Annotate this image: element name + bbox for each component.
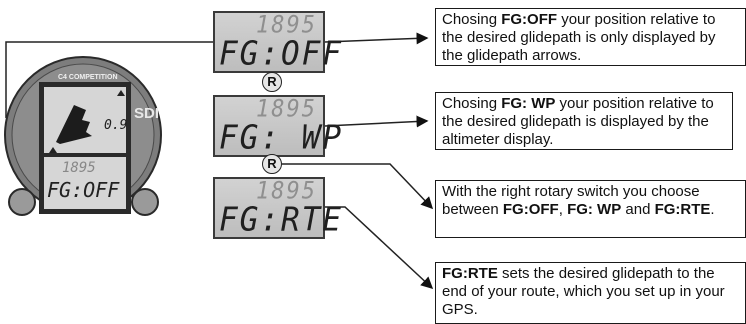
selector-r-2: R xyxy=(262,154,282,174)
device-screen-mode: FG:OFF xyxy=(47,178,120,202)
vario-device xyxy=(4,56,162,216)
arrow-lcd3-note4 xyxy=(325,206,434,290)
note-fg-rte: FG:RTE sets the desired glidepath to the… xyxy=(435,262,746,324)
lcd-mode: FG:OFF xyxy=(219,35,343,73)
note-rotary-switch: With the right rotary switch you choose … xyxy=(435,180,746,238)
arrow-r2-note3 xyxy=(282,163,434,210)
device-reading: 0.9 xyxy=(104,118,128,133)
lcd-number: 1895 xyxy=(256,177,317,206)
lcd-mode: FG: WP xyxy=(219,119,343,157)
selector-r-1: R xyxy=(262,72,282,92)
arrow-lcd2-note2 xyxy=(324,115,429,128)
device-screen-number: 1895 xyxy=(62,160,96,176)
lcd-number: 1895 xyxy=(256,95,317,124)
device-to-lcd-line xyxy=(5,41,213,118)
arrow-lcd1-note1 xyxy=(324,32,429,45)
device-sdi-label: SDI xyxy=(134,105,160,122)
lcd-mode: FG:RTE xyxy=(219,201,343,239)
device-brand: C4 COMPETITION xyxy=(58,74,118,81)
note-fg-off: Chosing FG:OFF your position relative to… xyxy=(435,8,746,66)
lcd-number: 1895 xyxy=(256,11,317,40)
lcd-fg-rte: 1895 FG:RTE xyxy=(213,177,343,239)
note-fg-wp: Chosing FG: WP your position relative to… xyxy=(435,92,733,150)
lcd-fg-off: 1895 FG:OFF xyxy=(213,11,343,73)
lcd-fg-wp: 1895 FG: WP xyxy=(213,95,343,157)
